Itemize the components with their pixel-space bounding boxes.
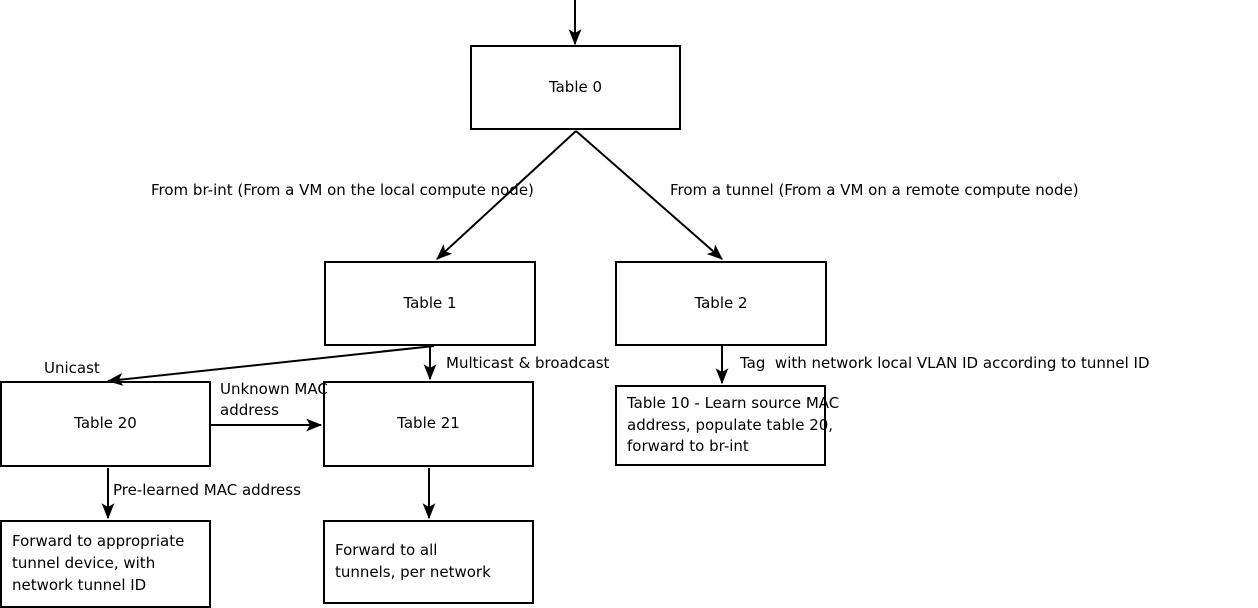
node-table21[interactable]: Table 21 — [323, 381, 534, 467]
edge-label-from-br-int: From br-int (From a VM on the local comp… — [151, 181, 534, 199]
edge-label-unicast: Unicast — [44, 359, 100, 377]
node-table20-label: Table 20 — [74, 414, 137, 433]
node-table2[interactable]: Table 2 — [615, 261, 827, 346]
node-forward-tunnel-device[interactable]: Forward to appropriate tunnel device, wi… — [0, 520, 211, 608]
edge-table0-to-table1 — [436, 130, 577, 260]
edge-label-from-a-tunnel: From a tunnel (From a VM on a remote com… — [670, 181, 1079, 199]
edge-label-tag-vlan: Tag with network local VLAN ID according… — [740, 354, 1150, 372]
node-table0-label: Table 0 — [548, 77, 603, 96]
edge-table0-to-table2 — [575, 130, 723, 260]
edge-table1-to-table20 — [106, 345, 435, 386]
node-table2-label: Table 2 — [694, 293, 748, 312]
edge-label-unknown-mac: Unknown MAC address — [220, 380, 328, 419]
node-table21-label: Table 21 — [397, 414, 460, 433]
node-forward-all-tunnels[interactable]: Forward to all tunnels, per network — [323, 520, 534, 604]
node-forward-all-tunnels-label: Forward to all tunnels, per network — [335, 541, 491, 581]
node-table10-label: Table 10 - Learn source MAC address, pop… — [627, 393, 840, 456]
node-table1[interactable]: Table 1 — [324, 261, 536, 346]
edge-label-pre-learned-mac: Pre-learned MAC address — [113, 481, 301, 499]
node-table0[interactable]: Table 0 — [470, 45, 681, 130]
node-table1-label: Table 1 — [403, 293, 457, 312]
node-table20[interactable]: Table 20 — [0, 381, 211, 467]
node-table10[interactable]: Table 10 - Learn source MAC address, pop… — [615, 385, 839, 466]
edge-label-multicast-broadcast: Multicast & broadcast — [446, 354, 610, 372]
node-forward-tunnel-device-label: Forward to appropriate tunnel device, wi… — [12, 532, 185, 594]
